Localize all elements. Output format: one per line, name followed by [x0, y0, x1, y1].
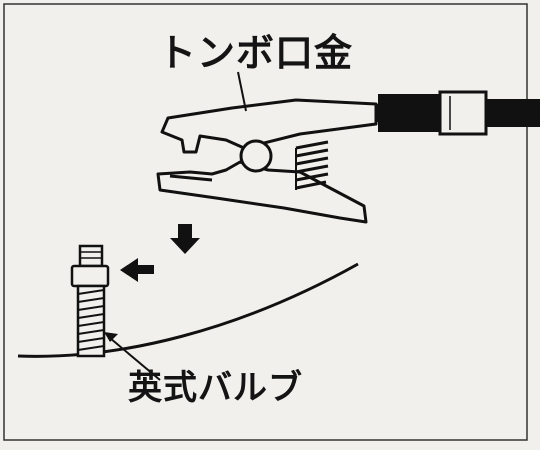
cable-icon — [372, 90, 540, 136]
valve-label: 英式バルブ — [128, 368, 303, 408]
clip-label: トンボ口金 — [158, 31, 354, 75]
tire-curve-icon — [17, 262, 359, 358]
valve-leader-arrowhead — [104, 332, 118, 342]
alligator-clip-icon — [156, 98, 378, 224]
arrow-down-icon — [170, 224, 200, 254]
arrow-left-icon — [120, 258, 154, 282]
valve-leader-line — [109, 337, 161, 381]
valve-stem-icon — [70, 244, 110, 358]
clip-leader-line — [237, 71, 247, 112]
frame-border — [3, 3, 528, 441]
